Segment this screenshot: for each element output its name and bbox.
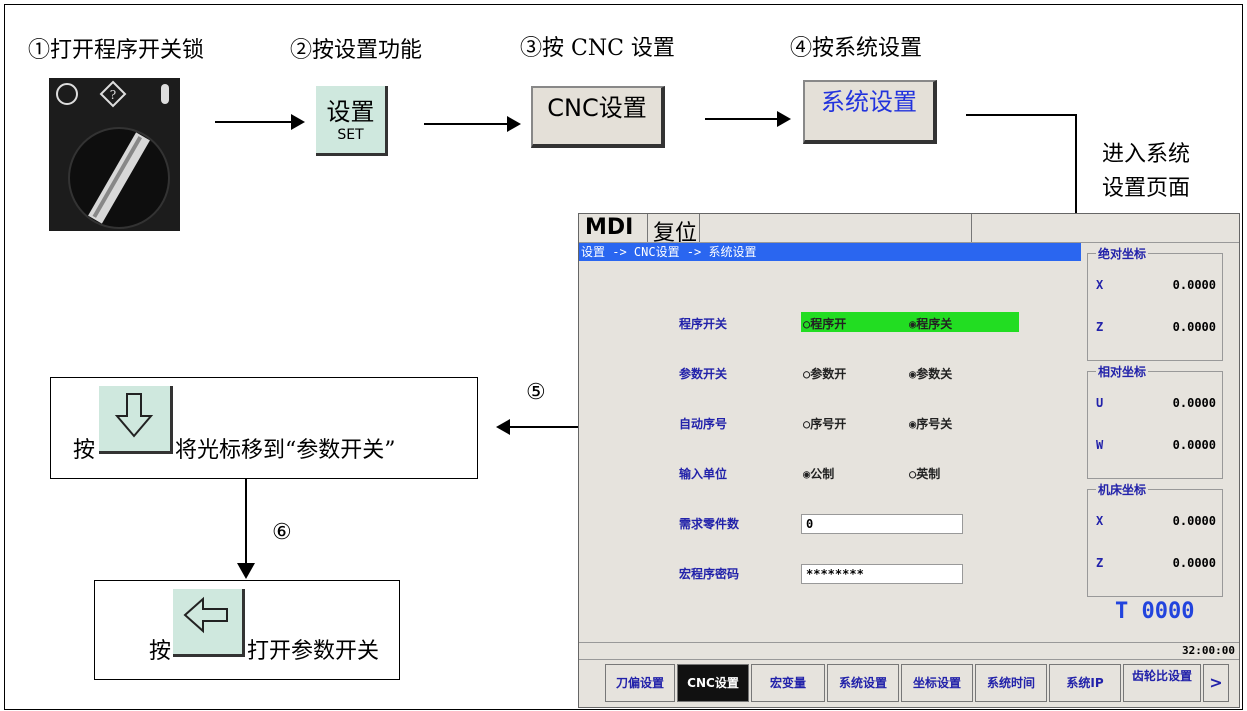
connector-h — [966, 114, 1076, 116]
mode-indicator: MDI — [585, 215, 634, 240]
instruction-5-box: 按 将光标移到“参数开关” — [50, 377, 478, 479]
softkey-system-ip[interactable]: 系统IP — [1049, 664, 1121, 702]
down-arrow-key[interactable] — [99, 386, 173, 454]
machine-coord-box: 机床坐标 X 0.0000 Z 0.0000 — [1087, 481, 1223, 597]
cnc-screen: MDI 复位 设置 -> CNC设置 -> 系统设置 程序开关 ○程序开 ◉程序… — [578, 213, 1240, 708]
rel-w-value: 0.0000 — [1172, 438, 1216, 452]
softkey-next[interactable]: > — [1203, 664, 1229, 702]
coordinate-panel: 绝对坐标 X 0.0000 Z 0.0000 相对坐标 U 0.0000 W 0… — [1081, 243, 1231, 641]
radio-imperial[interactable]: ○英制 — [909, 467, 941, 481]
system-setting-button[interactable]: 系统设置 — [803, 80, 937, 144]
settings-panel: 程序开关 ○程序开 ◉程序关 参数开关 ○参数开 ◉参数关 自动序号 ○序号开 … — [579, 261, 1081, 639]
row-highlight — [801, 312, 1019, 332]
arrow-1 — [215, 114, 305, 130]
diagram-frame — [4, 4, 1243, 710]
screen-topbar: MDI 复位 — [579, 214, 1239, 246]
step-4-label: ④按系统设置 — [790, 36, 923, 61]
left-arrow-key[interactable] — [173, 589, 245, 657]
relative-coord-title: 相对坐标 — [1096, 363, 1149, 380]
row-label-param: 参数开关 — [679, 367, 728, 381]
relative-coord-box: 相对坐标 U 0.0000 W 0.0000 — [1087, 363, 1223, 479]
step-2-label: ②按设置功能 — [290, 38, 423, 63]
parts-count-input[interactable]: 0 — [801, 514, 963, 534]
macro-password-label: 宏程序密码 — [679, 567, 740, 581]
abs-x-value: 0.0000 — [1172, 278, 1216, 292]
radio-program-off[interactable]: ◉程序关 — [909, 317, 953, 331]
radio-seq-off[interactable]: ◉序号关 — [909, 417, 953, 431]
row-label-unit: 输入单位 — [679, 467, 728, 481]
enter-note-1: 进入系统 — [1102, 142, 1191, 167]
absolute-coord-box: 绝对坐标 X 0.0000 Z 0.0000 — [1087, 245, 1223, 361]
left-arrow-icon — [183, 596, 228, 634]
softkey-system-setting[interactable]: 系统设置 — [827, 664, 899, 702]
arrow-5 — [496, 419, 578, 435]
connector-v — [1075, 114, 1077, 214]
radio-metric[interactable]: ◉公制 — [803, 467, 835, 481]
row-label-autoseq: 自动序号 — [679, 417, 728, 431]
softkey-tool-offset[interactable]: 刀偏设置 — [605, 664, 675, 702]
instr5-text: 将光标移到“参数开关” — [175, 438, 396, 463]
set-button-sub: SET — [337, 127, 364, 143]
parts-count-label: 需求零件数 — [679, 517, 740, 531]
step-1-label: ①打开程序开关锁 — [28, 38, 205, 63]
abs-z-value: 0.0000 — [1172, 320, 1216, 334]
mach-z-value: 0.0000 — [1172, 556, 1216, 570]
breadcrumb: 设置 -> CNC设置 -> 系统设置 — [579, 243, 1081, 261]
absolute-coord-title: 绝对坐标 — [1096, 245, 1149, 262]
instr5-pre: 按 — [73, 438, 96, 463]
instruction-6-box: 按 打开参数开关 — [94, 580, 400, 680]
macro-password-input[interactable]: ******** — [801, 564, 963, 584]
step-5-number: ⑤ — [526, 380, 546, 405]
tool-number: T 0000 — [1115, 599, 1195, 624]
arrow-6-head — [237, 563, 255, 579]
instr6-pre: 按 — [149, 639, 172, 664]
radio-param-off[interactable]: ◉参数关 — [909, 367, 953, 381]
svg-text:?: ? — [110, 88, 116, 102]
softkey-coord-setting[interactable]: 坐标设置 — [901, 664, 973, 702]
clock: 32:00:00 — [1182, 644, 1235, 657]
arrow-6-line — [245, 479, 247, 569]
program-key-switch: ? — [49, 78, 180, 231]
machine-coord-title: 机床坐标 — [1096, 481, 1149, 498]
reset-indicator: 复位 — [653, 221, 698, 246]
radio-program-on[interactable]: ○程序开 — [803, 317, 847, 331]
instr6-text: 打开参数开关 — [247, 639, 380, 664]
key-switch-icon: ? — [56, 80, 170, 229]
rel-u-value: 0.0000 — [1172, 396, 1216, 410]
softkey-gear-ratio[interactable]: 齿轮比设置 — [1123, 664, 1201, 702]
softkey-cnc-setting[interactable]: CNC设置 — [677, 664, 749, 702]
softkey-bar: 刀偏设置 CNC设置 宏变量 系统设置 坐标设置 系统时间 系统IP 齿轮比设置… — [579, 659, 1239, 708]
step-3-label: ③按 CNC 设置 — [520, 36, 675, 61]
cnc-setting-button[interactable]: CNC设置 — [531, 86, 665, 148]
step-6-number: ⑥ — [272, 520, 292, 545]
enter-note-2: 设置页面 — [1102, 176, 1191, 201]
clock-bar: 32:00:00 — [579, 642, 1239, 659]
arrow-3 — [705, 111, 791, 127]
mach-x-value: 0.0000 — [1172, 514, 1216, 528]
set-button-label: 设置 — [326, 98, 375, 126]
down-arrow-icon — [114, 393, 154, 438]
set-button[interactable]: 设置 SET — [316, 86, 388, 156]
softkey-macro-var[interactable]: 宏变量 — [751, 664, 825, 702]
row-label-program: 程序开关 — [679, 317, 728, 331]
radio-seq-on[interactable]: ○序号开 — [803, 417, 847, 431]
radio-param-on[interactable]: ○参数开 — [803, 367, 847, 381]
arrow-2 — [424, 116, 521, 132]
softkey-system-time[interactable]: 系统时间 — [975, 664, 1047, 702]
